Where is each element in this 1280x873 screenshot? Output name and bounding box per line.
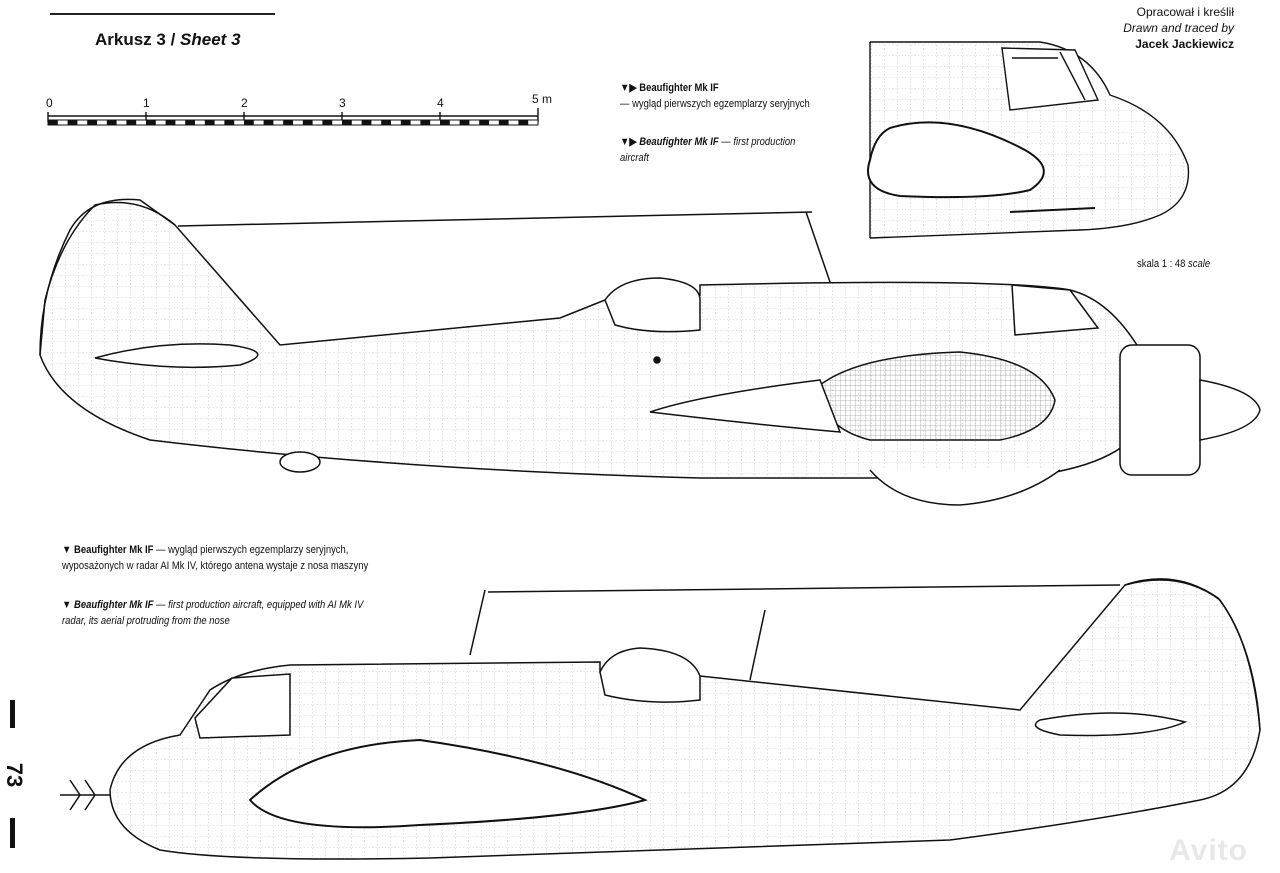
scale-bar-segment <box>185 120 195 125</box>
scale-bar-segment <box>106 120 117 125</box>
scale-bar-segment <box>204 120 215 125</box>
caption-bottom-en-line1: — first production aircraft, equipped wi… <box>156 599 364 611</box>
page-bar-bottom <box>10 818 15 848</box>
caption-top-markers: ▼▶ <box>620 82 637 94</box>
scale-bar-segment <box>165 120 176 125</box>
scale-bar-segment <box>440 120 450 125</box>
caption-bottom-title: Beaufighter Mk IF <box>73 544 154 556</box>
scale-bar-segment <box>146 120 156 125</box>
scale-note-pl: skala 1 : 48 <box>1137 258 1186 270</box>
scale-bar-segment <box>87 120 97 125</box>
scale-bar-segment <box>479 120 489 125</box>
caption-top-en-title: Beaufighter Mk IF <box>639 136 719 148</box>
caption-bottom-pl-line2: wyposażonych w radar AI Mk IV, którego a… <box>62 560 369 572</box>
scale-bar-segment <box>126 120 137 125</box>
caption-top-title: Beaufighter Mk IF <box>639 82 719 94</box>
scale-bar-segment <box>224 120 235 125</box>
caption-top-en-text1: — first production <box>721 136 796 148</box>
caption-bottom-pl-line1: — wygląd pierwszych egzemplarzy seryjnyc… <box>156 544 349 556</box>
nose-detail-inset <box>867 41 1190 239</box>
caption-top-pl-text: — wygląd pierwszych egzemplarzy seryjnyc… <box>620 98 810 110</box>
credits-author: Jacek Jackiewicz <box>1135 37 1234 51</box>
scale-tick-3: 3 <box>339 96 346 110</box>
caption-bottom-en: ▼ Beaufighter Mk IF — first production a… <box>62 597 363 629</box>
sheet-label-en: Sheet 3 <box>180 30 241 49</box>
scale-note: skala 1 : 48 scale <box>1137 258 1210 270</box>
scale-bar-segment <box>342 120 352 125</box>
caption-bottom-en-title: Beaufighter Mk IF <box>73 599 154 611</box>
scale-bar <box>47 108 539 126</box>
caption-bottom-en-marker: ▼ <box>62 599 72 611</box>
scale-bar-segment <box>302 120 313 125</box>
scale-tick-5: 5 m <box>532 92 553 106</box>
scale-bar-segment <box>283 120 293 125</box>
scale-tick-4: 4 <box>437 96 444 110</box>
header-rule <box>50 13 275 15</box>
watermark: Avito <box>1169 834 1248 867</box>
credits-line-en: Drawn and traced by <box>1123 21 1234 35</box>
credits: Opracował i kreślił Drawn and traced by … <box>1123 4 1234 52</box>
page-number: 73 <box>0 700 27 850</box>
caption-bottom-pl: ▼ Beaufighter Mk IF — wygląd pierwszych … <box>62 542 368 574</box>
scale-note-en: scale <box>1188 258 1211 270</box>
scale-tick-2: 2 <box>241 96 248 110</box>
scale-bar-segment <box>518 120 529 125</box>
scale-bar-segment <box>498 120 509 125</box>
sheet-title: Arkusz 3 / Sheet 3 <box>95 30 241 50</box>
scale-bar-segment <box>420 120 431 125</box>
scale-bar-segment <box>67 120 78 125</box>
scale-bar-segment <box>263 120 274 125</box>
scale-bar-segment <box>400 120 411 125</box>
scale-bar-segment <box>244 120 254 125</box>
aircraft-side-view-2 <box>60 578 1261 860</box>
page-bar-top <box>10 700 15 728</box>
caption-top-en-markers: ▼▶ <box>620 136 637 148</box>
caption-bottom-marker: ▼ <box>62 544 72 556</box>
scale-bar-segment <box>459 120 470 125</box>
scale-bar-segment <box>48 120 58 125</box>
caption-top-en: ▼▶ Beaufighter Mk IF — first production … <box>620 134 795 166</box>
scale-bar-segment <box>381 120 391 125</box>
caption-top-pl: ▼▶ Beaufighter Mk IF — wygląd pierwszych… <box>620 80 810 112</box>
caption-top-en-text2: aircraft <box>620 152 649 164</box>
scale-tick-1: 1 <box>143 96 150 110</box>
scale-tick-0: 0 <box>46 96 53 110</box>
scale-bar-segment <box>322 120 333 125</box>
caption-bottom-en-line2: radar, its aerial protruding from the no… <box>62 615 230 627</box>
credits-line-pl: Opracował i kreślił <box>1136 5 1234 19</box>
aircraft-side-view-1 <box>39 198 1261 506</box>
scale-bar-segment <box>361 120 372 125</box>
sheet-label-pl: Arkusz 3 / <box>95 30 176 49</box>
